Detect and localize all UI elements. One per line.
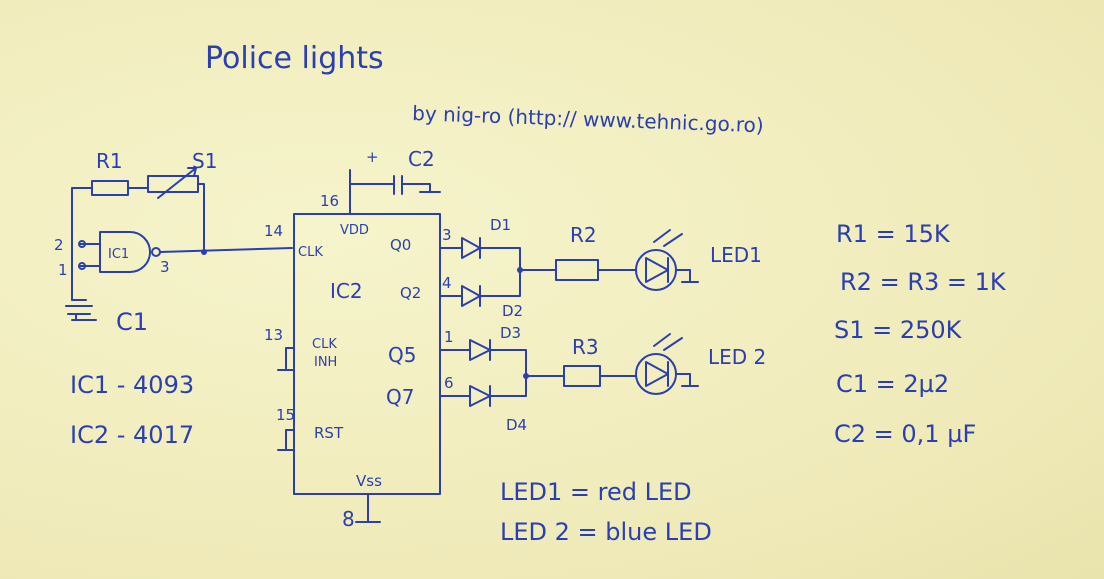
r1-label: R1 [96, 149, 123, 173]
led2-label: LED 2 [708, 345, 766, 369]
junction-dot [517, 267, 523, 273]
ic2-vss: Vss [356, 472, 382, 490]
d3-label: D3 [500, 324, 521, 342]
value-r2-r3: R2 = R3 = 1K [840, 268, 1007, 296]
ic1-pin1-dot [78, 262, 86, 270]
value-c2: C2 = 0,1 µF [834, 420, 976, 448]
ic2-clk2: CLK [312, 337, 337, 352]
ic1-input-leads [79, 243, 101, 267]
led1 [635, 249, 677, 291]
ic1-label: IC1 [108, 247, 129, 262]
s1-arrow-line [157, 167, 197, 199]
d1-d2-input-leads [439, 247, 463, 297]
r2-label: R2 [570, 223, 597, 247]
diode-d2 [461, 285, 481, 307]
pin-q7-num: 6 [444, 374, 454, 392]
pin-q0-num: 3 [442, 226, 452, 244]
d3-d4-junction-wire [489, 349, 565, 397]
value-r1: R1 = 15K [836, 220, 951, 248]
ic2-q0: Q0 [390, 236, 411, 254]
c1-capacitor [65, 299, 97, 321]
value-s1: S1 = 250K [834, 316, 963, 344]
ic2-pin13: 13 [264, 326, 283, 344]
ic1-pin1: 1 [58, 261, 68, 279]
ic2-pin8: 8 [342, 507, 355, 531]
ic2-inh: INH [314, 355, 337, 370]
pin15-ground [277, 429, 295, 451]
ic2-pin16: 16 [320, 192, 339, 210]
pin8-ground [355, 493, 381, 523]
ic1-gate [99, 231, 151, 273]
diode-d3 [469, 339, 491, 361]
byline: by nig-ro (http:// www.tehnic.go.ro) [412, 101, 764, 137]
s1-label: S1 [192, 149, 217, 173]
ic2-part: IC2 - 4017 [70, 421, 194, 449]
ic2-rst: RST [314, 424, 344, 442]
ic2-vdd: VDD [340, 223, 369, 238]
s1-to-output-wire [197, 183, 205, 253]
ic2-pin15: 15 [276, 406, 295, 424]
led1-symbol [645, 257, 699, 283]
d1-label: D1 [490, 216, 511, 234]
ic1-pin2-dot [78, 240, 86, 248]
junction-dot [523, 373, 529, 379]
ic2-q2: Q2 [400, 284, 421, 302]
value-c1: C1 = 2µ2 [836, 370, 949, 398]
led1-light-arrows [653, 229, 683, 247]
led2 [635, 353, 677, 395]
led1-color: LED1 = red LED [500, 478, 692, 506]
ic1-pin3: 3 [160, 258, 170, 276]
junction-dot [201, 249, 207, 255]
led2-color: LED 2 = blue LED [500, 518, 712, 546]
s1-arrow-head [187, 167, 197, 177]
ic1-pin2: 2 [54, 236, 64, 254]
pin-q2-num: 4 [442, 274, 452, 292]
r2-resistor [555, 259, 599, 281]
r3-label: R3 [572, 335, 599, 359]
d4-label: D4 [506, 416, 527, 434]
r1-resistor [91, 180, 129, 196]
title: Police lights [205, 41, 384, 76]
pin-q5-num: 1 [444, 328, 454, 346]
ic2-clk: CLK [298, 245, 323, 260]
c2-label: C2 [408, 147, 435, 171]
ic1-output-wire [159, 247, 293, 253]
pin13-ground [277, 347, 295, 371]
led2-light-arrows [653, 333, 683, 351]
c1-label: C1 [116, 308, 148, 336]
diode-d4 [469, 385, 491, 407]
c2-plus: + [366, 148, 379, 166]
s1-potentiometer [147, 175, 199, 193]
r1-left-lead [71, 187, 93, 196]
ic2-q5: Q5 [388, 343, 416, 367]
diode-d1 [461, 237, 481, 259]
ic1-part: IC1 - 4093 [70, 371, 194, 399]
ic2-pin14: 14 [264, 222, 283, 240]
led2-symbol [645, 361, 699, 387]
ic2-label: IC2 [330, 279, 363, 303]
r3-resistor [563, 365, 601, 387]
led1-label: LED1 [710, 243, 762, 267]
d2-label: D2 [502, 302, 523, 320]
ic2-q7: Q7 [386, 385, 414, 409]
d3-d4-input-leads [439, 349, 471, 397]
c2-capacitor [349, 169, 441, 215]
ic1-output-bubble [151, 247, 161, 257]
